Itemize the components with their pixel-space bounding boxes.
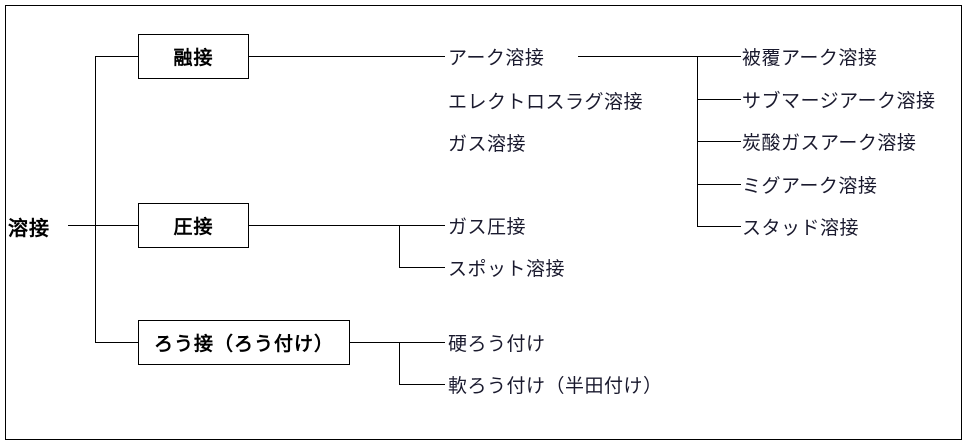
brazing-child-stub-1: [399, 342, 445, 343]
brazing-to-children-line: [350, 342, 400, 343]
pressure-to-children-line: [249, 225, 400, 226]
arc-welding-to-subtypes-line: [578, 56, 698, 57]
brazing-children-trunk-line: [399, 342, 400, 385]
leaf-label-gas-pressure-welding: ガス圧接: [448, 217, 527, 238]
arc-subtype-stub-2: [697, 99, 741, 100]
arc-subtype-stub-4: [697, 184, 741, 185]
main-trunk-line: [95, 56, 96, 343]
arc-subtype-stub-5: [697, 226, 741, 227]
fusion-to-arc-welding-line: [249, 56, 445, 57]
leaf-label-arc-welding: アーク溶接: [448, 48, 545, 69]
root-node-label: 溶接: [8, 218, 50, 240]
trunk-to-brazing-line: [95, 342, 139, 343]
arc-subtype-stub-1: [697, 56, 741, 57]
arc-subtype-stub-3: [697, 141, 741, 142]
category-box-brazing[interactable]: ろう接（ろう付け）: [138, 320, 350, 365]
pressure-children-trunk-line: [399, 225, 400, 268]
leaf-label-mig-arc-welding: ミグアーク溶接: [742, 176, 878, 197]
pressure-child-stub-1: [399, 225, 445, 226]
leaf-label-co2-arc-welding: 炭酸ガスアーク溶接: [742, 133, 917, 154]
root-connector-line: [68, 225, 96, 226]
category-box-pressure[interactable]: 圧接: [138, 203, 249, 248]
leaf-label-stud-welding: スタッド溶接: [742, 218, 860, 239]
leaf-label-shielded-metal-arc-welding: 被覆アーク溶接: [742, 48, 878, 69]
leaf-label-submerged-arc-welding: サブマージアーク溶接: [742, 91, 936, 112]
pressure-child-stub-2: [399, 267, 445, 268]
leaf-label-hard-brazing: 硬ろう付け: [448, 334, 546, 355]
leaf-label-gas-welding: ガス溶接: [448, 134, 527, 155]
trunk-to-pressure-line: [95, 225, 139, 226]
diagram-border-frame: [5, 5, 962, 440]
trunk-to-fusion-line: [95, 56, 139, 57]
category-box-fusion[interactable]: 融接: [138, 34, 249, 79]
leaf-label-electroslag-welding: エレクトロスラグ溶接: [448, 92, 644, 113]
leaf-label-spot-welding: スポット溶接: [448, 259, 566, 280]
brazing-child-stub-2: [399, 384, 445, 385]
leaf-label-soft-soldering: 軟ろう付け（半田付け）: [448, 376, 663, 397]
